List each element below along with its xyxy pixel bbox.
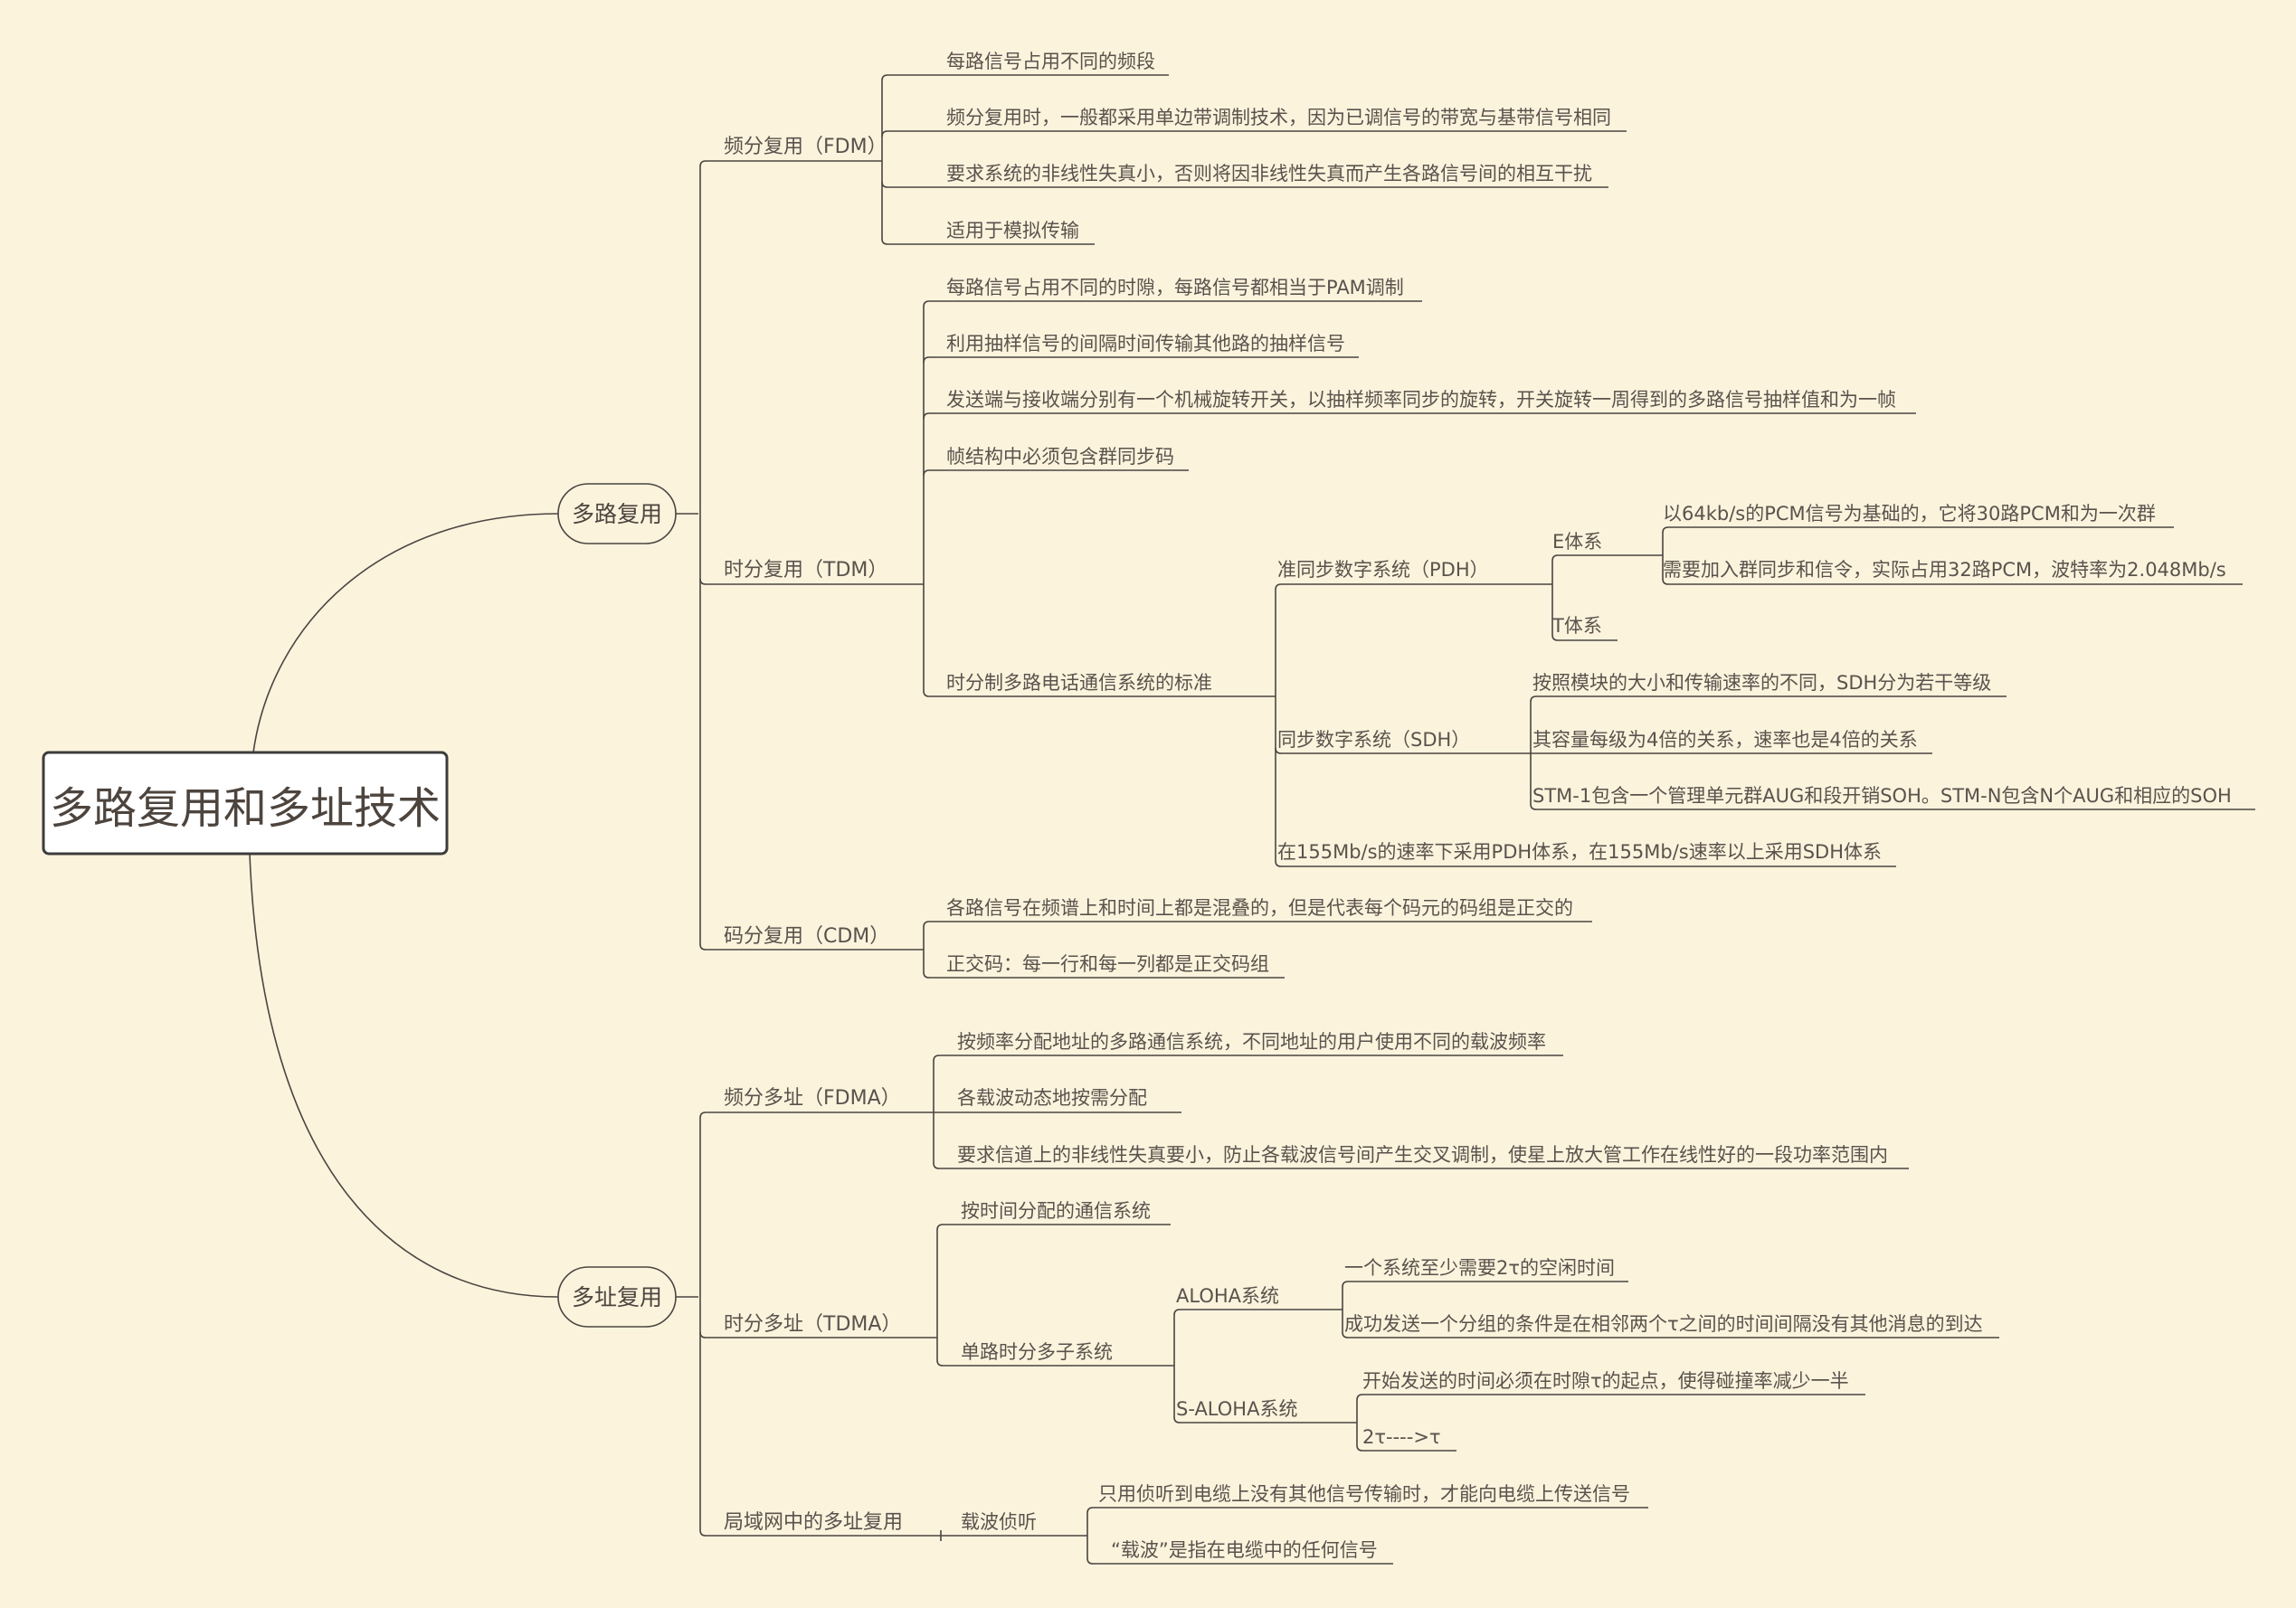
node-1-1-1[interactable]: 单路时分多子系统 (961, 1341, 1113, 1363)
underline-0.1.3 (923, 469, 1189, 477)
underline-1.2.0.1 (1086, 1557, 1393, 1565)
branch-multiple-access[interactable]: 多址复用 (572, 1284, 662, 1310)
underline-0.1.4.2 (1275, 860, 1896, 867)
node-1-1-1-0-0[interactable]: 一个系统至少需要2τ的空闲时间 (1344, 1257, 1615, 1279)
node-0-0-3[interactable]: 适用于模拟传输 (946, 220, 1079, 241)
node-0-0-0[interactable]: 每路信号占用不同的频段 (946, 51, 1155, 72)
node-0-2-0[interactable]: 各路信号在频谱上和时间上都是混叠的，但是代表每个码元的码组是正交的 (946, 897, 1573, 919)
node-1-2[interactable]: 局域网中的多址复用 (724, 1511, 903, 1534)
underline-0.0.1 (881, 130, 1627, 137)
node-1-1-0[interactable]: 按时间分配的通信系统 (961, 1200, 1151, 1222)
underline-0.1.4.0.0.1 (1662, 578, 2243, 585)
node-1-1[interactable]: 时分多址（TDMA） (724, 1313, 901, 1336)
underline-1.1.1.0 (1173, 1309, 1319, 1316)
root-node-title[interactable]: 多路复用和多址技术 (50, 783, 441, 834)
underline-1.0.2 (933, 1162, 1909, 1169)
underline-0.0.2 (881, 181, 1608, 188)
underline-0.1.4 (923, 690, 1252, 697)
connector-lines (249, 74, 2255, 1565)
underline-1.0 (699, 1111, 934, 1119)
node-0-0-1[interactable]: 频分复用时，一般都采用单边带调制技术，因为已调信号的带宽与基带信号相同 (946, 107, 1611, 128)
underline-1.1.0 (936, 1224, 1171, 1231)
underline-1.1.1 (936, 1359, 1151, 1367)
node-0-1-4-1-1[interactable]: 其容量每级为4倍的关系，速率也是4倍的关系 (1532, 729, 1918, 751)
underline-0.2.1 (923, 971, 1285, 979)
underline-0.2 (699, 943, 924, 951)
underline-0.1.4.0 (1275, 583, 1529, 591)
underline-0.1.4.1.2 (1530, 803, 2255, 810)
branch-node-box[interactable] (557, 1266, 677, 1328)
underline-1.1.1.1.1 (1356, 1444, 1456, 1452)
underline-1.2.0.0 (1086, 1507, 1648, 1514)
node-0-1-2[interactable]: 发送端与接收端分别有一个机械旋转开关，以抽样频率同步的旋转，开关旋转一周得到的多… (946, 389, 1896, 411)
underline-0.2.0 (923, 921, 1592, 928)
underline-1.1.1.1.0 (1356, 1394, 1865, 1401)
node-0-1-4[interactable]: 时分制多路电话通信系统的标准 (946, 672, 1212, 694)
node-1-1-1-1[interactable]: S-ALOHA系统 (1176, 1398, 1297, 1420)
node-0-2-1[interactable]: 正交码：每一行和每一列都是正交码组 (946, 953, 1269, 975)
node-0-0[interactable]: 频分复用（FDM） (724, 136, 887, 158)
node-0-1-4-0-0-1[interactable]: 需要加入群同步和信令，实际占用32路PCM，波特率为2.048Mb/s (1663, 559, 2226, 581)
branch-multiplexing[interactable]: 多路复用 (572, 501, 662, 527)
underline-0.0 (699, 160, 882, 167)
underline-0.1.4.1.0 (1530, 695, 2007, 703)
node-0-1-1[interactable]: 利用抽样信号的间隔时间传输其他路的抽样信号 (946, 333, 1345, 355)
node-1-0[interactable]: 频分多址（FDMA） (724, 1087, 901, 1110)
node-0-2[interactable]: 码分复用（CDM） (724, 925, 889, 948)
node-0-1-4-0[interactable]: 准同步数字系统（PDH） (1277, 559, 1489, 581)
node-0-1[interactable]: 时分复用（TDM） (724, 559, 887, 582)
underline-0.0.0 (881, 74, 1169, 81)
node-0-1-0[interactable]: 每路信号占用不同的时隙，每路信号都相当于PAM调制 (946, 277, 1404, 298)
node-1-0-0[interactable]: 按频率分配地址的多路通信系统，不同地址的用户使用不同的载波频率 (957, 1031, 1546, 1053)
node-0-1-4-1-2[interactable]: STM-1包含一个管理单元群AUG和段开销SOH。STM-N包含N个AUG和相应… (1532, 785, 2232, 807)
node-0-1-3[interactable]: 帧结构中必须包含群同步码 (946, 446, 1174, 468)
underline-0.1.2 (923, 412, 1916, 420)
root-node-box[interactable] (42, 751, 449, 856)
node-0-0-2[interactable]: 要求系统的非线性失真小，否则将因非线性失真而产生各路信号间的相互干扰 (946, 163, 1592, 184)
node-1-1-1-0[interactable]: ALOHA系统 (1176, 1285, 1279, 1307)
node-1-2-0-0[interactable]: 只用侦听到电缆上没有其他信号传输时，才能向电缆上传送信号 (1098, 1483, 1630, 1505)
node-0-1-4-0-1[interactable]: T体系 (1551, 615, 1602, 637)
underline-1.2 (699, 1529, 941, 1537)
underline-1.1.1.0.0 (1342, 1281, 1628, 1288)
underline-0.1.4.0.0 (1551, 554, 1639, 562)
underline-1.1 (699, 1331, 937, 1338)
node-1-0-2[interactable]: 要求信道上的非线性失真要小，防止各载波信号间产生交叉调制，使星上放大管工作在线性… (957, 1144, 1888, 1166)
node-1-2-0[interactable]: 载波侦听 (961, 1511, 1037, 1533)
node-1-1-1-1-1[interactable]: 2τ---->τ (1362, 1426, 1441, 1448)
underline-0.1.4.0.1 (1551, 634, 1618, 641)
underline-0.1.4.1 (1275, 747, 1507, 754)
node-1-0-1[interactable]: 各载波动态地按需分配 (957, 1087, 1147, 1109)
node-0-1-4-0-0-0[interactable]: 以64kb/s的PCM信号为基础的，它将30路PCM和为一次群 (1663, 503, 2156, 525)
underline-0.1 (699, 578, 924, 585)
node-1-1-1-1-0[interactable]: 开始发送的时间必须在时隙τ的起点，使得碰撞率减少一半 (1362, 1370, 1849, 1392)
underline-0.1.4.0.0.0 (1662, 526, 2174, 534)
node-0-1-4-1[interactable]: 同步数字系统（SDH） (1277, 729, 1470, 751)
underline-0.1.1 (923, 356, 1359, 364)
node-0-1-4-0-0[interactable]: E体系 (1552, 531, 1602, 553)
underline-1.0.0 (933, 1055, 1563, 1062)
underline-0.0.3 (881, 238, 1095, 245)
underline-1.1.1.1 (1173, 1416, 1333, 1424)
branch-node-box[interactable] (557, 483, 677, 544)
node-0-1-4-2[interactable]: 在155Mb/s的速率下采用PDH体系，在155Mb/s速率以上采用SDH体系 (1277, 841, 1882, 863)
underline-0.1.0 (923, 300, 1422, 307)
root-connector-2 (249, 853, 559, 1298)
underline-1.1.1.0.1 (1342, 1331, 1999, 1338)
root-connector-1 (252, 513, 559, 753)
node-1-1-1-0-1[interactable]: 成功发送一个分组的条件是在相邻两个τ之间的时间间隔没有其他消息的到达 (1344, 1313, 1983, 1335)
node-0-1-4-1-0[interactable]: 按照模块的大小和传输速率的不同，SDH分为若干等级 (1532, 672, 1991, 694)
node-1-2-0-1[interactable]: “载波”是指在电缆中的任何信号 (1111, 1539, 1378, 1561)
